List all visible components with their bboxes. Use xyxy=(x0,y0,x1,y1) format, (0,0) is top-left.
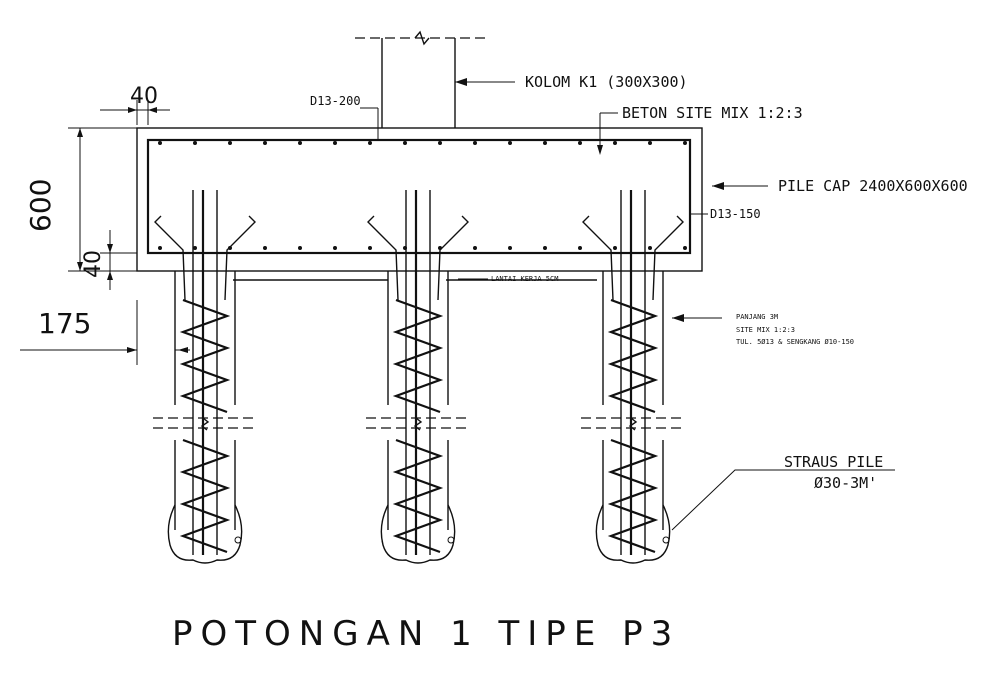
rebar-dot-bottom xyxy=(543,246,547,250)
rebar-dot-bottom xyxy=(228,246,232,250)
rebar-dot-top xyxy=(403,141,407,145)
pile-marker xyxy=(447,536,455,544)
rebar-dot-bottom xyxy=(333,246,337,250)
hooked-bar xyxy=(582,215,614,301)
rebar-dot-bottom xyxy=(683,246,687,250)
hooked-bar xyxy=(367,215,399,301)
dimension-cap-height: 600 xyxy=(24,127,137,272)
dimension-cover-bottom-text: 40 xyxy=(81,250,106,278)
rebar-dot-bottom xyxy=(613,246,617,250)
hooked-bar xyxy=(437,215,469,301)
break-mark xyxy=(413,417,423,431)
annotation-column: KOLOM K1 (300X300) xyxy=(455,73,688,91)
label-pile-spec: Ø30-3M' xyxy=(814,474,877,492)
spiral-stirrup-upper xyxy=(392,298,444,414)
rebar-dots xyxy=(158,141,687,250)
rebar-dot-bottom xyxy=(648,246,652,250)
rebar-dot-top xyxy=(333,141,337,145)
rebar-dot-top xyxy=(368,141,372,145)
label-work-floor: LANTAI KERJA 5CM xyxy=(491,275,558,283)
straus-pile xyxy=(153,190,257,564)
rebar-dot-bottom xyxy=(158,246,162,250)
label-pile-mix: SITE MIX 1:2:3 xyxy=(736,326,795,334)
rebar-dot-bottom xyxy=(368,246,372,250)
spiral-stirrup-lower xyxy=(179,438,231,554)
label-side-rebar: D13-150 xyxy=(710,207,761,221)
rebar-dot-bottom xyxy=(193,246,197,250)
dimension-pile-offset-text: 175 xyxy=(38,307,91,340)
label-top-rebar: D13-200 xyxy=(310,94,361,108)
rebar-dot-bottom xyxy=(473,246,477,250)
spiral-stirrup-lower xyxy=(607,438,659,554)
rebar-dot-top xyxy=(158,141,162,145)
rebar-dot-bottom xyxy=(508,246,512,250)
label-concrete: BETON SITE MIX 1:2:3 xyxy=(622,104,803,122)
label-pile-cap: PILE CAP 2400X600X600 xyxy=(778,177,968,195)
annotation-side-rebar: D13-150 xyxy=(690,207,761,221)
column-k1 xyxy=(355,30,490,128)
pile-bottom-outline xyxy=(380,504,456,564)
dimension-pile-offset: 175 xyxy=(20,300,190,365)
pile-bottom-outline xyxy=(595,504,671,564)
pile-cap xyxy=(136,127,703,272)
rebar-dot-top xyxy=(228,141,232,145)
rebar-dot-bottom xyxy=(298,246,302,250)
label-pile-type: STRAUS PILE xyxy=(784,453,883,471)
piles xyxy=(153,190,685,564)
rebar-dot-top xyxy=(298,141,302,145)
spiral-stirrup-upper xyxy=(607,298,659,414)
pile-marker xyxy=(234,536,242,544)
straus-pile xyxy=(366,190,470,564)
drawing-title: POTONGAN 1 TIPE P3 xyxy=(172,614,680,654)
rebar-dot-top xyxy=(613,141,617,145)
spiral-stirrup-lower xyxy=(392,438,444,554)
annotation-work-floor: LANTAI KERJA 5CM xyxy=(458,275,558,283)
label-column: KOLOM K1 (300X300) xyxy=(525,73,688,91)
break-mark xyxy=(628,417,638,431)
hooked-bar xyxy=(154,215,186,301)
rebar-dot-top xyxy=(438,141,442,145)
dimension-cover-bottom: 40 xyxy=(81,230,137,290)
dimension-cover-top-text: 40 xyxy=(130,84,158,109)
hooked-bar xyxy=(652,215,684,301)
annotation-concrete: BETON SITE MIX 1:2:3 xyxy=(597,104,803,155)
hooked-bar xyxy=(224,215,256,301)
dimension-cap-height-text: 600 xyxy=(24,179,57,232)
annotation-pile-cap: PILE CAP 2400X600X600 xyxy=(712,177,968,195)
straus-pile xyxy=(581,190,685,564)
rebar-dot-bottom xyxy=(578,246,582,250)
rebar-dot-top xyxy=(578,141,582,145)
label-pile-reinforcement: TUL. 5Ø13 & SENGKANG Ø10-150 xyxy=(736,338,854,346)
annotation-pile-notes: PANJANG 3M SITE MIX 1:2:3 TUL. 5Ø13 & SE… xyxy=(672,313,854,346)
break-mark xyxy=(200,417,210,431)
dimension-cover-top: 40 xyxy=(100,84,170,125)
annotation-straus-pile: STRAUS PILE Ø30-3M' xyxy=(671,453,895,531)
pile-bottom-outline xyxy=(167,504,243,564)
spiral-stirrup-upper xyxy=(179,298,231,414)
rebar-dot-bottom xyxy=(263,246,267,250)
rebar-dot-top xyxy=(473,141,477,145)
rebar-dot-top xyxy=(683,141,687,145)
label-pile-length: PANJANG 3M xyxy=(736,313,778,321)
rebar-dot-top xyxy=(193,141,197,145)
rebar-dot-top xyxy=(263,141,267,145)
rebar-dot-top xyxy=(648,141,652,145)
annotation-top-rebar: D13-200 xyxy=(310,94,379,140)
rebar-dot-top xyxy=(543,141,547,145)
rebar-dot-top xyxy=(508,141,512,145)
pile-marker xyxy=(662,536,670,544)
